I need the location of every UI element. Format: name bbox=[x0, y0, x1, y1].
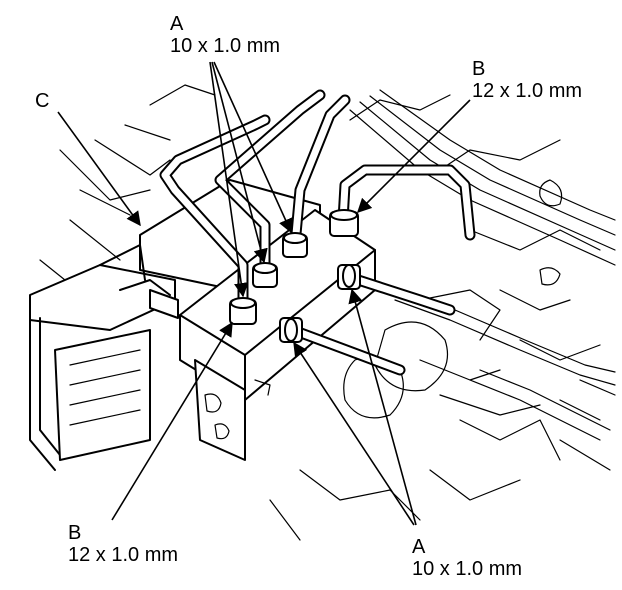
callout-b-bottom: B 12 x 1.0 mm bbox=[68, 522, 178, 566]
callout-c-letter: C bbox=[35, 90, 50, 112]
brake-tubes bbox=[159, 89, 476, 376]
callout-c-unit: C bbox=[35, 90, 49, 112]
callout-b-top-letter: B bbox=[472, 58, 486, 80]
flare-nut-fittings bbox=[229, 209, 361, 343]
callout-leaders bbox=[57, 61, 471, 526]
callout-b-top-size: 12 x 1.0 mm bbox=[472, 80, 583, 102]
callout-a-top: A 10 x 1.0 mm bbox=[170, 13, 280, 57]
callout-b-bottom-size: 12 x 1.0 mm bbox=[68, 544, 179, 566]
abs-valve-block bbox=[149, 209, 376, 461]
callout-a-top-size: 10 x 1.0 mm bbox=[170, 35, 281, 57]
callout-a-bottom-letter: A bbox=[412, 536, 426, 558]
callout-a-bottom-size: 10 x 1.0 mm bbox=[412, 558, 523, 580]
callout-b-bottom-letter: B bbox=[68, 522, 82, 544]
callout-b-top: B 12 x 1.0 mm bbox=[472, 58, 582, 102]
brake-line-bundle bbox=[349, 89, 616, 441]
callout-a-top-letter: A bbox=[170, 13, 184, 35]
callout-a-bottom: A 10 x 1.0 mm bbox=[412, 536, 522, 580]
